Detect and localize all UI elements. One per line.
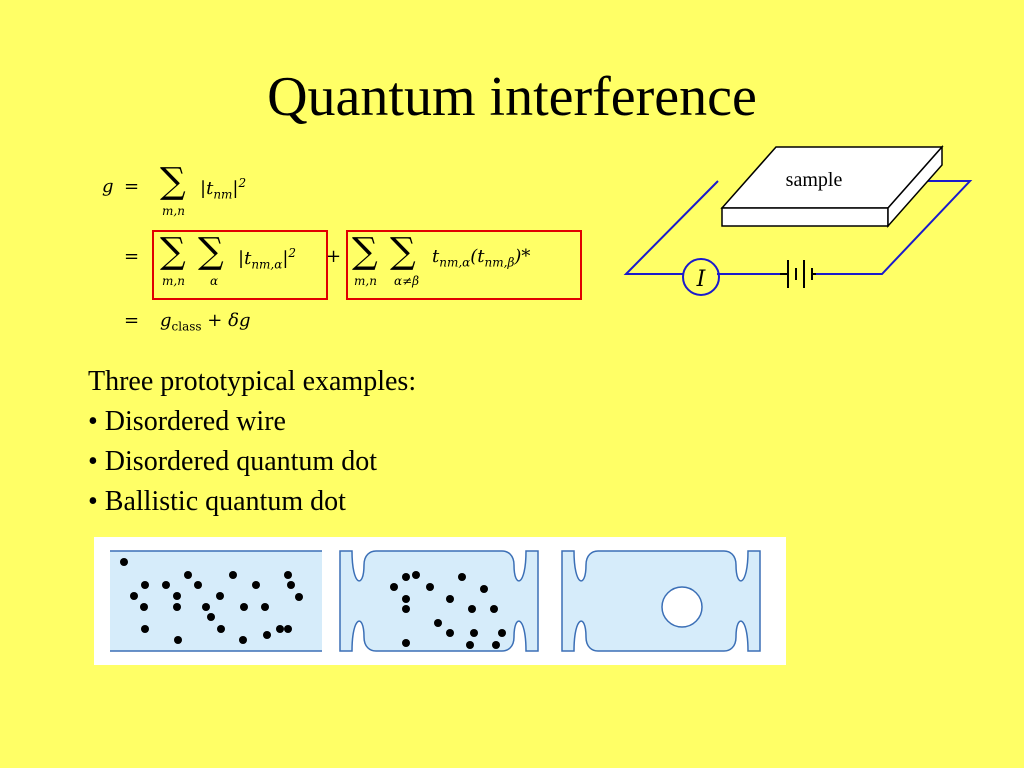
equals-sign: = <box>124 246 140 267</box>
sum-limit-alpha-neq-beta: α≠β <box>394 274 420 288</box>
example-item-ballistic-dot: • Ballistic quantum dot <box>88 486 346 517</box>
sum-limit-mn: m,n <box>162 204 185 218</box>
slide-title: Quantum interference <box>267 66 757 128</box>
sample-label: sample <box>786 169 843 191</box>
classical-term-box <box>152 230 328 300</box>
current-source-circle <box>682 258 720 296</box>
circuit-diagram: I sample <box>623 145 973 296</box>
disordered-dot-panel <box>339 550 539 652</box>
term-tnm-alpha: |tnm,α|2 <box>238 246 297 272</box>
disordered-wire-panel <box>110 550 322 652</box>
sum-symbol: ∑ <box>160 161 186 202</box>
battery-icon <box>780 260 816 288</box>
ballistic-dot-panel <box>561 550 761 652</box>
example-item-disordered-wire: • Disordered wire <box>88 406 286 437</box>
sum-symbol: ∑ <box>198 231 224 272</box>
sum-limit-mn: m,n <box>354 274 377 288</box>
example-item-disordered-dot: • Disordered quantum dot <box>88 446 377 477</box>
examples-intro: Three prototypical examples: <box>88 366 417 397</box>
examples-illustration <box>94 537 786 665</box>
plus-sign: + <box>326 246 342 267</box>
sum-limit-alpha: α <box>210 274 219 288</box>
sample-slab <box>720 145 944 228</box>
antidot-obstacle <box>661 586 703 628</box>
g-symbol: g <box>102 176 114 197</box>
interference-term-box <box>346 230 582 300</box>
sum-symbol: ∑ <box>390 231 416 272</box>
impurity-dots <box>390 571 506 649</box>
sum-symbol: ∑ <box>352 231 378 272</box>
equals-sign: = <box>124 310 140 331</box>
circuit-wire <box>623 180 719 275</box>
equals-sign: = <box>124 176 140 197</box>
conductance-equations: g = ∑ m,n |tnm|2 = ∑ m,n ∑ α |tnm,α|2 + … <box>98 160 608 340</box>
term-interference: tnm,α(tnm,β)* <box>432 246 531 270</box>
sum-symbol: ∑ <box>160 231 186 272</box>
circuit-wire <box>814 180 973 275</box>
term-tnm: |tnm|2 <box>200 176 247 202</box>
impurity-dots <box>120 558 303 644</box>
g-class-term: gclass + δg <box>160 310 251 334</box>
sum-limit-mn: m,n <box>162 274 185 288</box>
current-label: I <box>696 267 707 292</box>
examples-list: Three prototypical examples: • Disordere… <box>88 362 416 522</box>
